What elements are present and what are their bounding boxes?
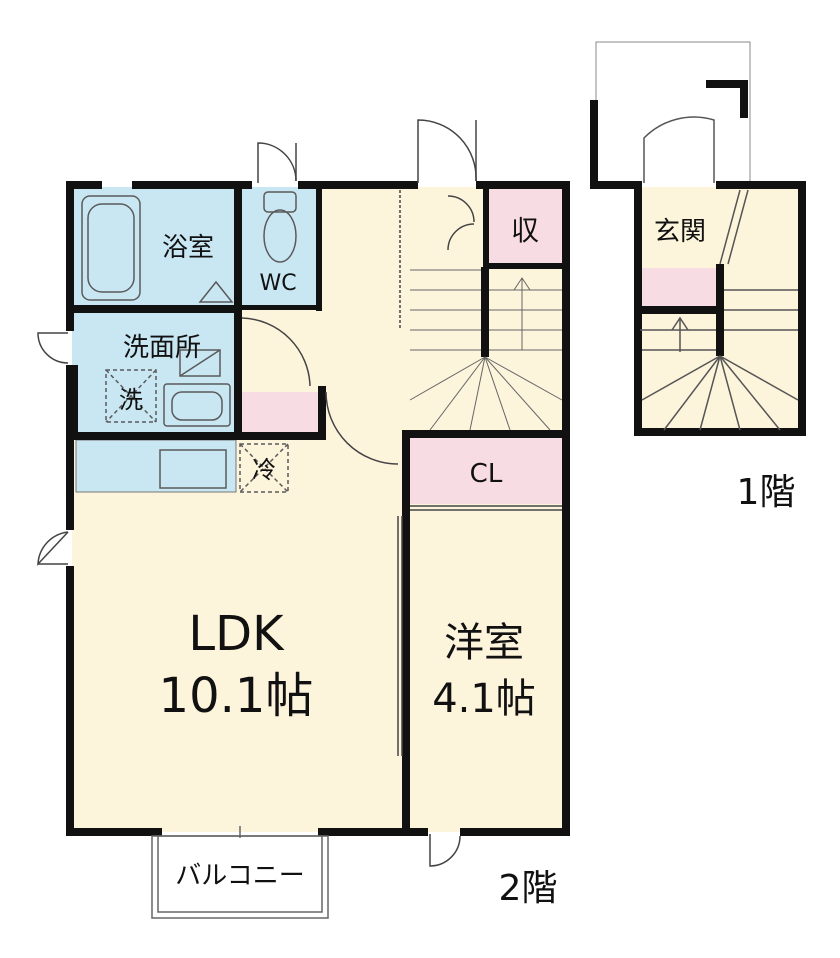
entry-storage [640,268,720,308]
ldk-name-label: LDK [188,606,285,662]
closet-floor [406,436,566,504]
wall-ldk-western [402,430,410,836]
wc-label: WC [259,271,296,296]
fridge-box [239,443,289,493]
wall-left-bottom [66,566,74,836]
balcony [151,826,329,919]
balcony-label: バルコニー [175,861,304,891]
wall-wc-bottom [242,305,322,310]
kitchen-sink-icon [159,449,227,489]
western-name-label: 洋室 [444,620,524,666]
wall-storage-bottom [483,263,567,269]
wall-bath-wc [234,181,242,311]
wall-left-lower [66,435,74,530]
wall-top-right [298,181,418,189]
door-swing-icon [37,119,562,867]
entry-canopy [595,41,751,189]
wall-stair-bottom [402,430,570,438]
floor1 [590,41,806,436]
closet-label: CL [470,459,503,489]
wall-left-mid [66,365,78,435]
storage-floor [487,187,563,264]
wall-top-far [476,181,570,189]
bathtub-icon [81,195,141,301]
wall-bath-bottom [70,305,242,313]
toilet-icon [263,191,297,263]
bathroom-label: 浴室 [162,233,214,263]
drain-box [179,349,221,377]
wall-wc-right [316,181,322,311]
entrance-label: 玄関 [654,217,706,247]
wall-left-upper [66,181,74,331]
wall-top-left [68,181,102,189]
washbasin-icon [163,383,231,427]
bath-door-triangle [198,280,234,303]
washer-box [105,369,157,423]
western-size-label: 4.1帖 [432,676,536,722]
wall-bottom-left [66,828,162,836]
floor2-walls [66,181,570,836]
fridge-label: 冷 [252,456,276,484]
floor1-walls [590,80,806,436]
wall-storage-left [483,187,489,267]
kitchen-counter [75,439,237,493]
wall-wash-bottom [70,432,326,440]
wall-hall-right [318,386,326,440]
floor1-tag: 1階 [737,472,796,513]
wall-top-mid [132,181,252,189]
washroom-floor [72,313,236,436]
wall-wash-right [234,313,242,438]
washroom-label: 洗面所 [123,333,201,363]
wall-bottom-mid [318,828,428,836]
ldk-size-label: 10.1帖 [159,668,314,724]
floor2-tag: 2階 [499,868,558,909]
wall-stair-core [481,267,489,357]
storage-label: 収 [511,214,539,247]
wall-bottom-right [460,828,570,836]
wc-floor [240,187,318,309]
floor2-fixtures [81,191,297,493]
stairs-icon [409,269,563,431]
wall-right [562,181,570,836]
floor1-details [640,116,799,431]
washer-label: 洗 [119,386,143,414]
hall-closet [240,392,320,432]
